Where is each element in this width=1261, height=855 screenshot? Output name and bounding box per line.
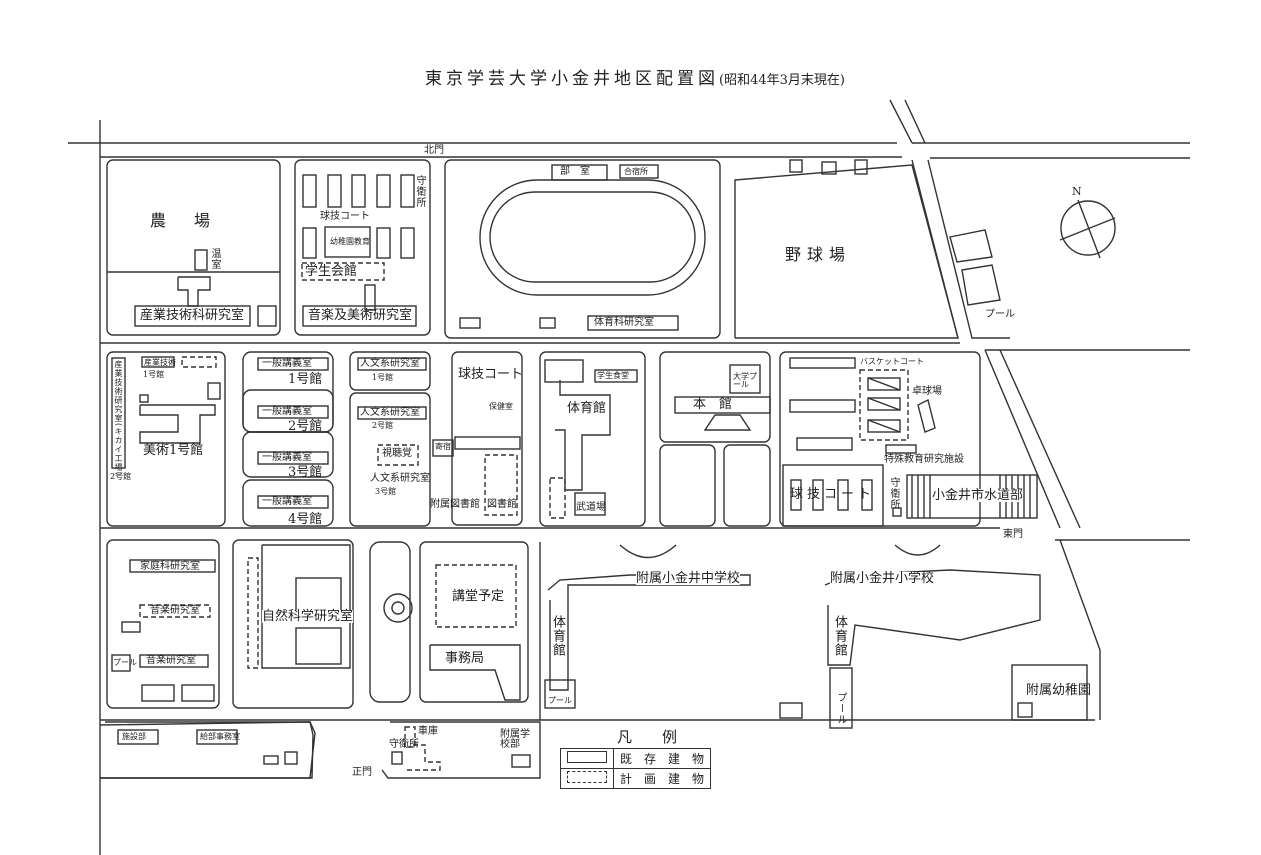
pe-lab-label: 体育科研究室 bbox=[594, 317, 654, 328]
budo-hall-label: 武道場 bbox=[576, 502, 606, 513]
legend-planned-label: 計 画 建 物 bbox=[612, 768, 712, 789]
compass-icon bbox=[1059, 199, 1116, 259]
lecture-4-bldg-label: 4号館 bbox=[288, 512, 323, 527]
art-1-label: 美術1号館 bbox=[143, 443, 204, 458]
baseball-label: 野球場 bbox=[785, 245, 852, 264]
kindergarten-label: 附属幼稚園 bbox=[1026, 683, 1092, 698]
humanities-2-bldg-label: 2号館 bbox=[372, 421, 394, 430]
music-lab-2-label: 音楽研究室 bbox=[146, 655, 196, 666]
humanities-1-bldg-label: 1号館 bbox=[372, 373, 394, 382]
existing-swatch bbox=[567, 751, 607, 763]
admin-office-label: 事務局 bbox=[445, 651, 485, 666]
university-pool-label: 大学プール bbox=[733, 372, 757, 389]
humanities-3-bldg-label: 3号館 bbox=[375, 487, 397, 496]
special-ed-label: 特殊教育研究施設 bbox=[884, 454, 964, 465]
north-gate-label: 北門 bbox=[424, 145, 444, 156]
industrial-tech-1-label: 産業技術 bbox=[144, 358, 176, 367]
lecture-4-label: 一般講義室 bbox=[262, 496, 312, 507]
pool-ne-label: プール bbox=[985, 309, 1015, 320]
elem-pool-label: プール bbox=[835, 692, 846, 725]
map-date: (昭和44年3月末現在) bbox=[719, 73, 845, 88]
school-dept-label: 附属学校部 bbox=[500, 729, 530, 750]
legend-existing-label: 既 存 建 物 bbox=[612, 748, 712, 769]
farm-label: 農 場 bbox=[150, 211, 217, 230]
ball-court-mid-label: 球技コート bbox=[458, 367, 524, 382]
planned-swatch bbox=[567, 771, 607, 783]
facilities-dept-label: 施設部 bbox=[122, 732, 146, 741]
auditorium-planned-label: 講堂予定 bbox=[452, 589, 505, 604]
pool-sw-label: プール bbox=[113, 658, 137, 667]
health-room-label: 保健室 bbox=[489, 402, 513, 411]
humanities-3-label: 人文系研究室 bbox=[370, 473, 430, 484]
waterworks-hatch bbox=[911, 475, 1031, 518]
humanities-2-label: 人文系研究室 bbox=[360, 407, 420, 418]
legend-planned: 計 画 建 物 bbox=[560, 768, 712, 789]
gymnasium-label: 体育館 bbox=[567, 401, 607, 416]
lecture-1-bldg-label: 1号館 bbox=[288, 372, 323, 387]
legend-title: 凡 例 bbox=[617, 728, 678, 746]
lecture-3-bldg-label: 3号館 bbox=[288, 465, 323, 480]
humanities-1-label: 人文系研究室 bbox=[360, 358, 420, 369]
industrial-lab-2-label: 産業技術研究室(キカイ工場) bbox=[114, 360, 123, 477]
garage-label: 車庫 bbox=[418, 726, 438, 737]
ball-court-east-label: 球技コート bbox=[790, 487, 876, 502]
greenhouse-label: 温室 bbox=[209, 248, 220, 270]
av-room-label: 視聴覚 bbox=[382, 448, 412, 459]
lecture-2-bldg-label: 2号館 bbox=[288, 419, 323, 434]
guard-east-label: 守衛所 bbox=[888, 477, 899, 510]
guard-north-label: 守衛所 bbox=[414, 175, 425, 208]
blocks-bottom bbox=[99, 721, 541, 779]
elementary-label: 附属小金井小学校 bbox=[830, 571, 935, 586]
blocks-row1 bbox=[106, 159, 1001, 339]
cafeteria-label: 学生食堂 bbox=[597, 371, 629, 380]
lecture-2-label: 一般講義室 bbox=[262, 406, 312, 417]
building-2-label: 2号館 bbox=[110, 472, 132, 481]
library-planned-label: 図書館 bbox=[487, 499, 517, 510]
compass-north-label: N bbox=[1072, 185, 1082, 198]
blocks-row2 bbox=[106, 351, 1038, 527]
admin-small-label: 給部事務室 bbox=[200, 732, 240, 741]
attached-library-label: 附属図書館 bbox=[430, 499, 480, 510]
student-hall-label: 学生会館 bbox=[305, 264, 358, 279]
industrial-tech-lab-label: 産業技術科研究室 bbox=[140, 308, 245, 323]
camp-lodge-label: 合宿所 bbox=[624, 167, 648, 176]
basketball-court-label: バスケットコート bbox=[860, 357, 924, 366]
legend: 既 存 建 物 計 画 建 物 bbox=[560, 748, 712, 789]
lecture-3-label: 一般講義室 bbox=[262, 452, 312, 463]
junior-high-label: 附属小金井中学校 bbox=[636, 571, 741, 586]
dormitory-label: 寄宿 bbox=[435, 442, 451, 451]
guard-main-label: 守衛所 bbox=[389, 739, 419, 750]
jh-gym-label: 体育館 bbox=[550, 615, 565, 657]
main-gate-label: 正門 bbox=[352, 767, 372, 778]
club-rooms-label: 部 室 bbox=[560, 166, 590, 177]
ball-court-north-label: 球技コート bbox=[320, 211, 370, 222]
natural-science-label: 自然科学研究室 bbox=[262, 609, 354, 624]
blocks-row3 bbox=[106, 539, 1095, 729]
building-1-label: 1号館 bbox=[143, 370, 165, 379]
waterworks-label: 小金井市水道部 bbox=[932, 488, 1024, 503]
map-title: 東京学芸大学小金井地区配置図(昭和44年3月末現在) bbox=[425, 69, 845, 89]
lecture-1-label: 一般講義室 bbox=[262, 358, 312, 369]
east-gate-label: 東門 bbox=[1003, 529, 1023, 540]
kindergarten-gym-label: 幼稚園教育 bbox=[330, 237, 370, 246]
table-tennis-label: 卓球場 bbox=[912, 386, 942, 397]
main-building-label: 本 館 bbox=[693, 397, 733, 412]
home-ec-label: 家庭科研究室 bbox=[140, 561, 200, 572]
music-lab-1-label: 音楽研究室 bbox=[150, 605, 200, 616]
elem-gym-label: 体育館 bbox=[832, 615, 847, 657]
music-art-lab-label: 音楽及美術研究室 bbox=[308, 308, 413, 323]
legend-existing: 既 存 建 物 bbox=[560, 748, 712, 769]
jh-pool-label: プール bbox=[548, 696, 572, 705]
